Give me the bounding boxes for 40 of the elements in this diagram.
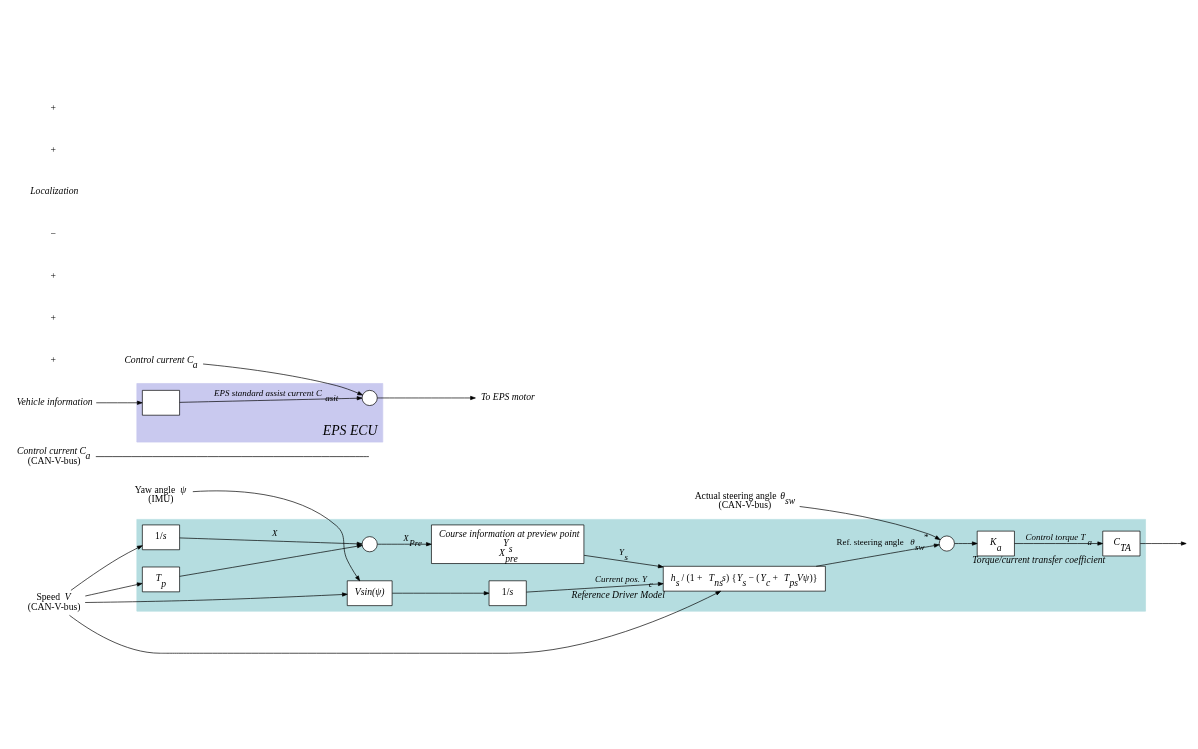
node-text: Yaw angle ψ (IMU) [134,483,187,505]
node-text: To EPS motor [481,390,535,402]
node-box [142,390,180,416]
node-text: Vehicle information [16,395,93,407]
arrow [69,590,722,654]
arrow [179,544,363,577]
label: + [50,101,57,113]
node-circle [361,390,378,406]
arrow [192,490,361,582]
arrow [377,395,476,400]
arrow [179,537,363,546]
arrow [954,541,978,546]
arrow [179,396,363,403]
node-box: 1/s [142,524,180,551]
arrow [815,543,940,567]
label: + [50,312,57,324]
arrow [95,400,143,405]
label: + [50,354,57,366]
node-text: Speed V (CAN-V-bus) [27,591,81,612]
arrow [392,591,490,596]
arrow [1014,541,1103,546]
arrow [799,506,941,540]
node-circle [938,535,955,552]
arrow [84,582,143,597]
arrow [526,581,664,593]
label: + [50,143,57,155]
arrow [84,592,348,603]
node-box: 1/s [488,580,527,606]
label: − [50,227,57,239]
arrow [202,363,363,396]
arrow [1139,541,1187,546]
edge-label: X [272,528,278,539]
node-circle [361,536,378,553]
arrow [583,555,664,569]
label: + [50,270,57,282]
label: Localization [30,185,79,197]
arrow [70,545,143,591]
arrow [377,542,432,547]
node-label: Reference Driver Model [571,589,665,601]
node-box: Vsin(ψ) [346,580,393,606]
